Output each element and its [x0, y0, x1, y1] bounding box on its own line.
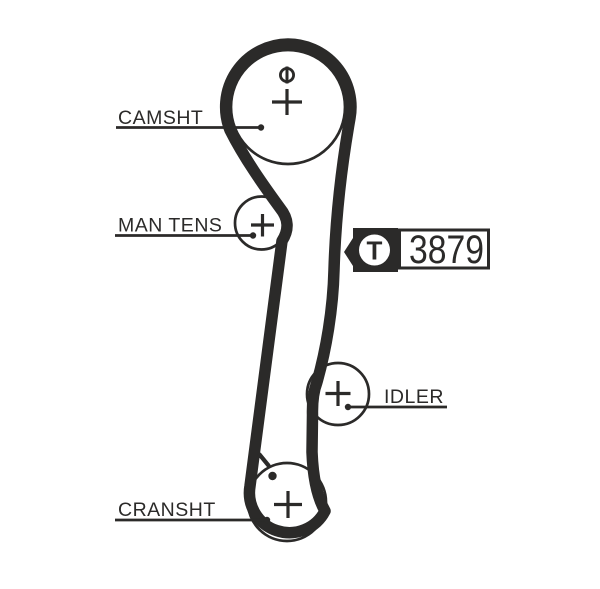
camshaft-label: CAMSHT — [118, 107, 203, 129]
cam-phi-timing-mark-icon — [278, 66, 295, 84]
badge-letter: T — [367, 236, 383, 266]
tensioner-leader — [115, 232, 257, 239]
part-number-box — [398, 228, 490, 270]
crank-timing-dot — [268, 471, 277, 481]
idler-leader — [344, 403, 447, 411]
camshaft-leader — [116, 124, 265, 131]
crankshaft-leader-dot — [263, 516, 271, 524]
part-badge: T 3879 — [344, 228, 490, 272]
camshaft-center-cross-icon — [272, 89, 302, 115]
crank-timing-mark-icon — [257, 452, 277, 481]
tensioner-center-cross-icon — [251, 214, 274, 237]
crankshaft-center-cross-icon — [274, 491, 302, 518]
crank-timing-tick — [257, 452, 271, 468]
crankshaft-leader — [115, 516, 271, 524]
idler-pulley-circle — [305, 361, 371, 427]
camshaft-leader-dot — [257, 124, 265, 131]
tensioner-label: MAN TENS — [118, 215, 222, 237]
tensioner-leader-dot — [249, 232, 257, 239]
idler-label: IDLER — [384, 386, 444, 408]
part-number: 3879 — [409, 228, 484, 272]
belt-path — [219, 38, 357, 539]
crankshaft-label: CRANSHT — [118, 499, 216, 521]
idler-leader-dot — [344, 403, 352, 411]
badge-letter-circle — [359, 234, 390, 266]
idler-center-cross-icon — [325, 381, 351, 406]
belt — [219, 38, 357, 539]
